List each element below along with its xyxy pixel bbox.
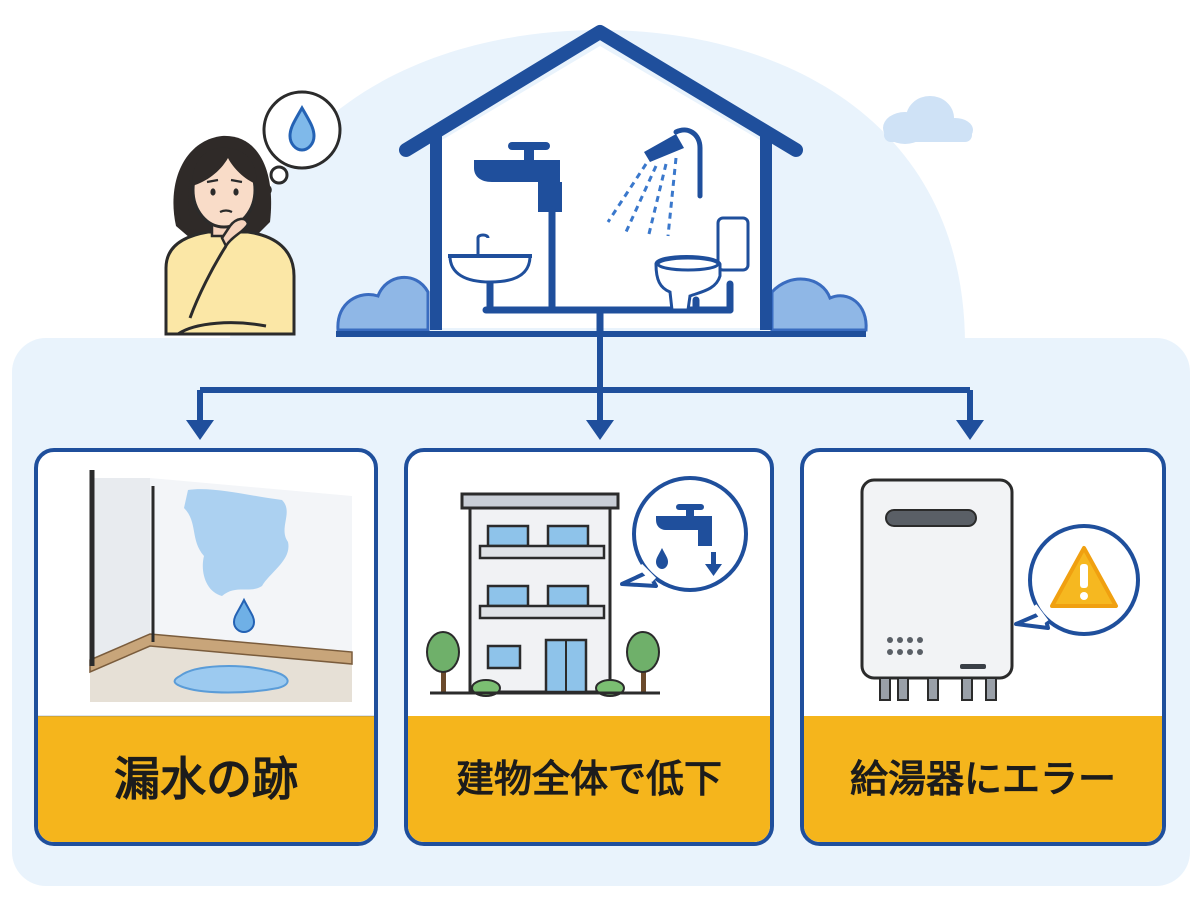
building-speech-bubble <box>620 476 748 592</box>
arrowheads <box>186 420 984 440</box>
warning-icon <box>1050 546 1118 608</box>
bush-right <box>770 277 868 332</box>
heater-speech-bubble <box>1014 524 1140 636</box>
house-outline <box>399 25 803 157</box>
faucet-down-arrow-icon <box>656 504 722 576</box>
arrow-down-icon <box>956 420 984 440</box>
building-illustration <box>426 492 660 697</box>
card-label-building: 建物全体で低下 <box>456 757 722 801</box>
water-drop-icon <box>288 104 316 152</box>
arrow-down-icon <box>586 420 614 440</box>
toilet-icon <box>654 216 750 312</box>
water-heater-illustration <box>860 478 1014 701</box>
bush-left <box>336 275 430 332</box>
wall-leak-illustration <box>89 470 353 702</box>
water-stain <box>184 489 289 596</box>
water-puddle <box>173 665 289 694</box>
woman-thinking <box>164 90 342 336</box>
card-leak: 漏水の跡 <box>34 448 378 846</box>
water-drop-icon <box>232 597 256 634</box>
connectors <box>197 334 973 420</box>
card-label-bg <box>38 716 374 842</box>
sink-icon <box>448 233 532 284</box>
card-building: 建物全体で低下 <box>404 448 774 846</box>
shower-icon <box>606 127 703 239</box>
tree-left <box>426 631 460 692</box>
sweater <box>164 230 296 336</box>
cloud-icon <box>883 96 973 144</box>
arrow-down-icon <box>186 420 214 440</box>
faucet-icon <box>474 142 562 212</box>
card-heater: 給湯器にエラー <box>800 448 1166 846</box>
card-label-bg <box>804 716 1162 842</box>
card-label-heater: 給湯器にエラー <box>850 757 1116 801</box>
card-label-bg <box>408 716 770 842</box>
tree-right <box>626 631 660 692</box>
card-label-leak: 漏水の跡 <box>114 752 298 806</box>
